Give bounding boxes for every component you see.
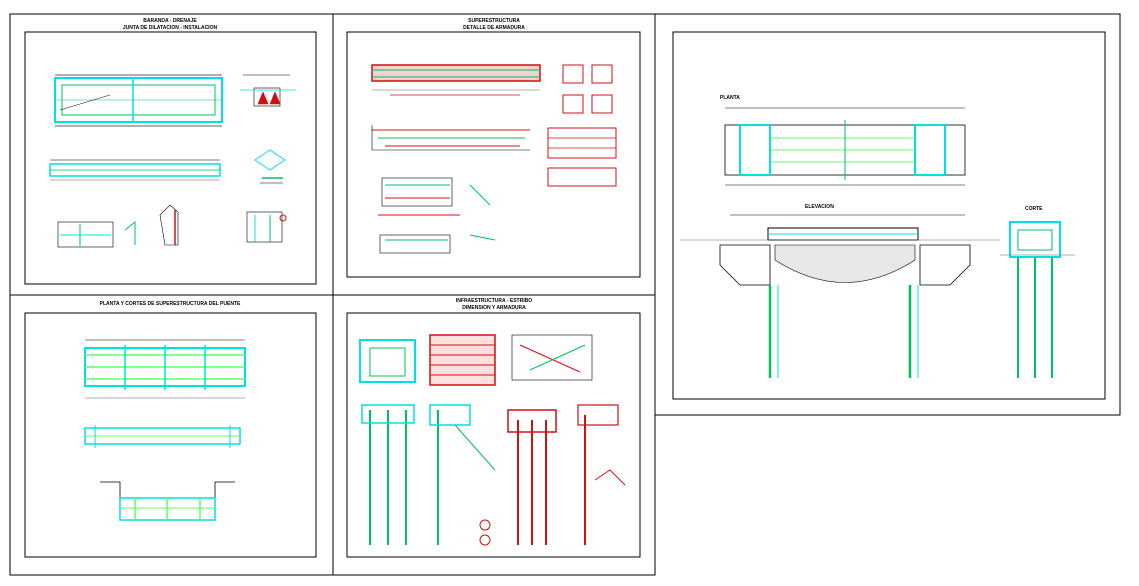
general-section-label: CORTE [1025,206,1043,212]
super-sections-small [562,64,613,114]
sheet-frame-right [654,13,1121,416]
panel-border-infra [346,312,641,558]
super-beam-elevation [371,64,541,96]
losa-detail-diamond [254,149,286,184]
infra-piles [361,404,626,546]
planta-deck-plan [84,339,246,399]
losa-elevation-strip [49,159,221,181]
infra-abutment-plan [359,334,593,386]
general-plan-label: PLANTA [720,95,740,101]
panel-title-losa: BARANDA - DRENAJE [143,18,197,24]
planta-deck-elevation [84,425,241,448]
panel-border-losa [24,31,317,285]
general-cross-section: CORTE [1000,206,1075,378]
general-elevation-label: ELEVACION [805,204,834,210]
super-end-detail [378,177,496,254]
panel-border-general [672,31,1106,400]
super-rebar-layout [371,125,617,187]
panel-subtitle-superestructura: DETALLE DE ARMADURA [463,25,525,31]
losa-detail-drain [240,74,296,107]
planta-cross-section [100,481,235,521]
losa-slab-plan [54,74,223,127]
losa-section-bottom [57,204,287,248]
panel-subtitle-infra: DIMENSION Y ARMADURA [462,305,526,311]
panel-title-superestructura: SUPERESTRUCTURA [468,18,520,24]
general-elevation: ELEVACION [680,204,1000,378]
panel-border-planta [24,312,317,558]
panel-border-superestructura [346,31,641,278]
panel-title-infra: INFRAESTRUCTURA - ESTRIBO [456,298,532,304]
panel-title-planta: PLANTA Y CORTES DE SUPERESTRUCTURA DEL P… [100,301,241,307]
panel-subtitle-losa: JUNTA DE DILATACION - INSTALACION [123,25,218,31]
general-plan: PLANTA [720,95,966,186]
